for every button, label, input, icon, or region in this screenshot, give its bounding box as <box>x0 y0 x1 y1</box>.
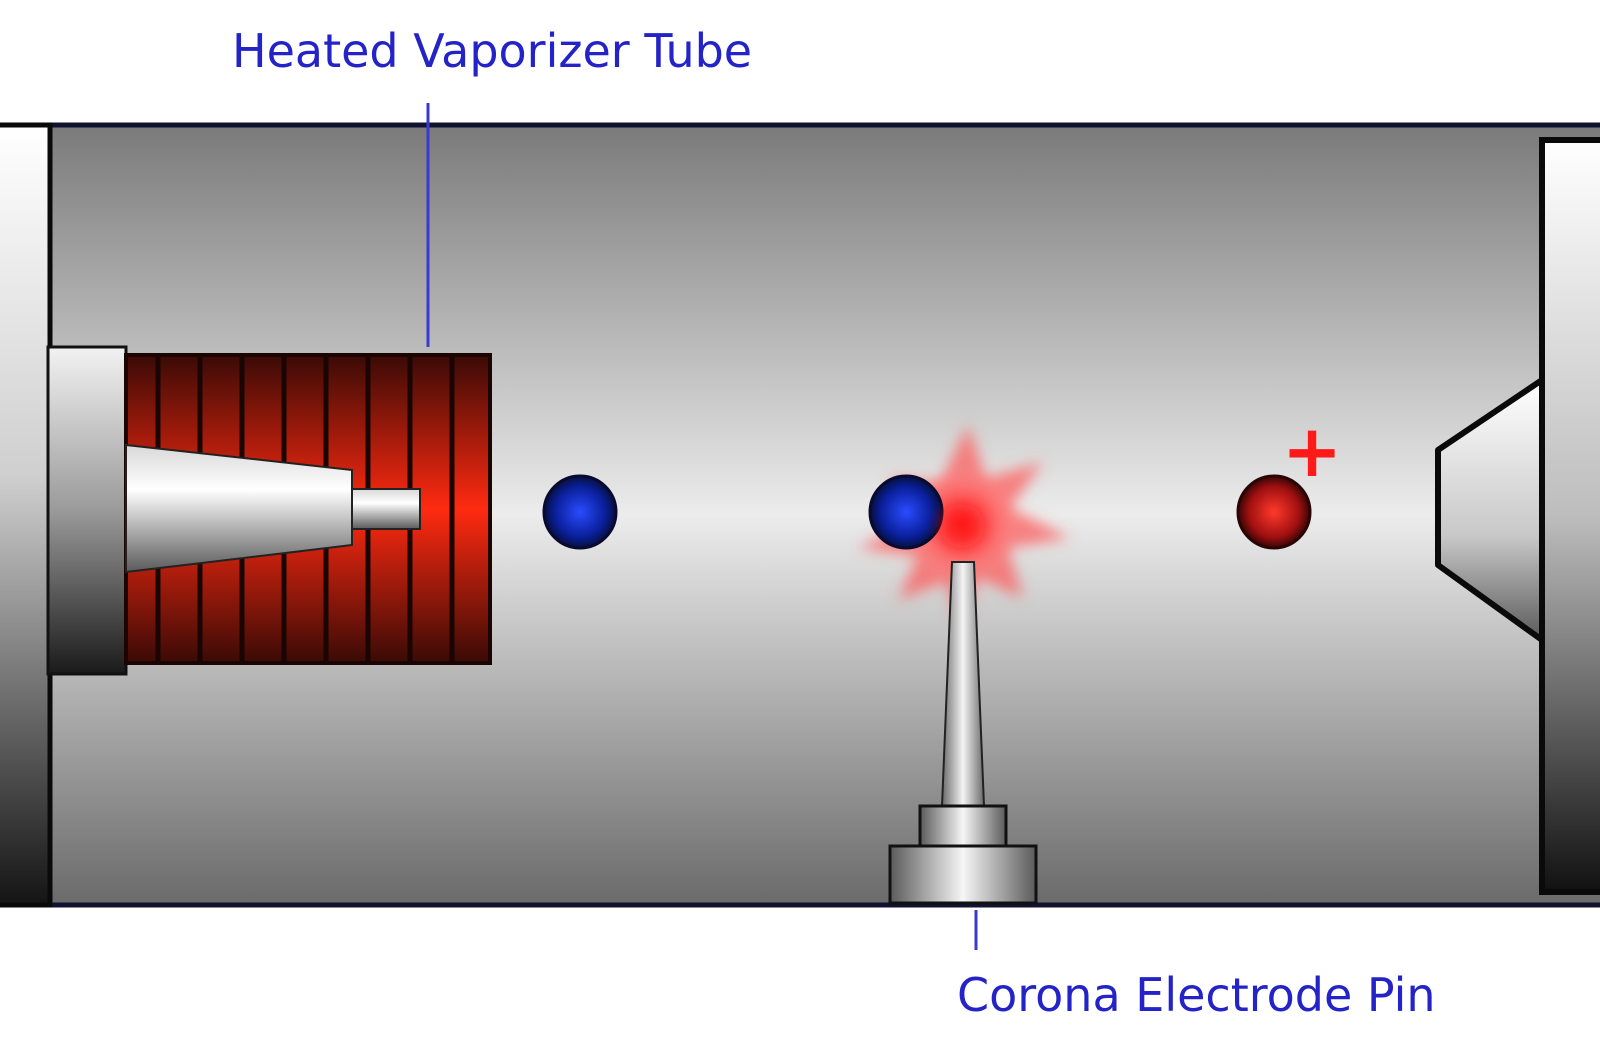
heated-vaporizer-tube <box>124 353 492 665</box>
label-heated-vaporizer-tube: Heated Vaporizer Tube <box>232 24 753 78</box>
electrode-collar <box>918 804 1008 850</box>
molecule-at-corona <box>868 474 944 550</box>
electrode-base <box>888 844 1038 905</box>
label-corona-electrode-pin: Corona Electrode Pin <box>957 968 1436 1022</box>
nebulizer-nozzle <box>125 443 353 574</box>
sampling-cone <box>1435 377 1545 643</box>
corona-electrode-pin <box>888 561 1038 905</box>
corona-hotspot <box>940 504 984 548</box>
vaporizer-mount <box>46 345 128 676</box>
neutral-molecule <box>542 474 618 550</box>
nozzle-tip <box>351 488 421 530</box>
positive-charge-symbol: + <box>1282 409 1342 493</box>
left-end-wall <box>0 122 53 908</box>
right-end-wall <box>1539 137 1600 895</box>
positive-ion <box>1236 474 1312 550</box>
